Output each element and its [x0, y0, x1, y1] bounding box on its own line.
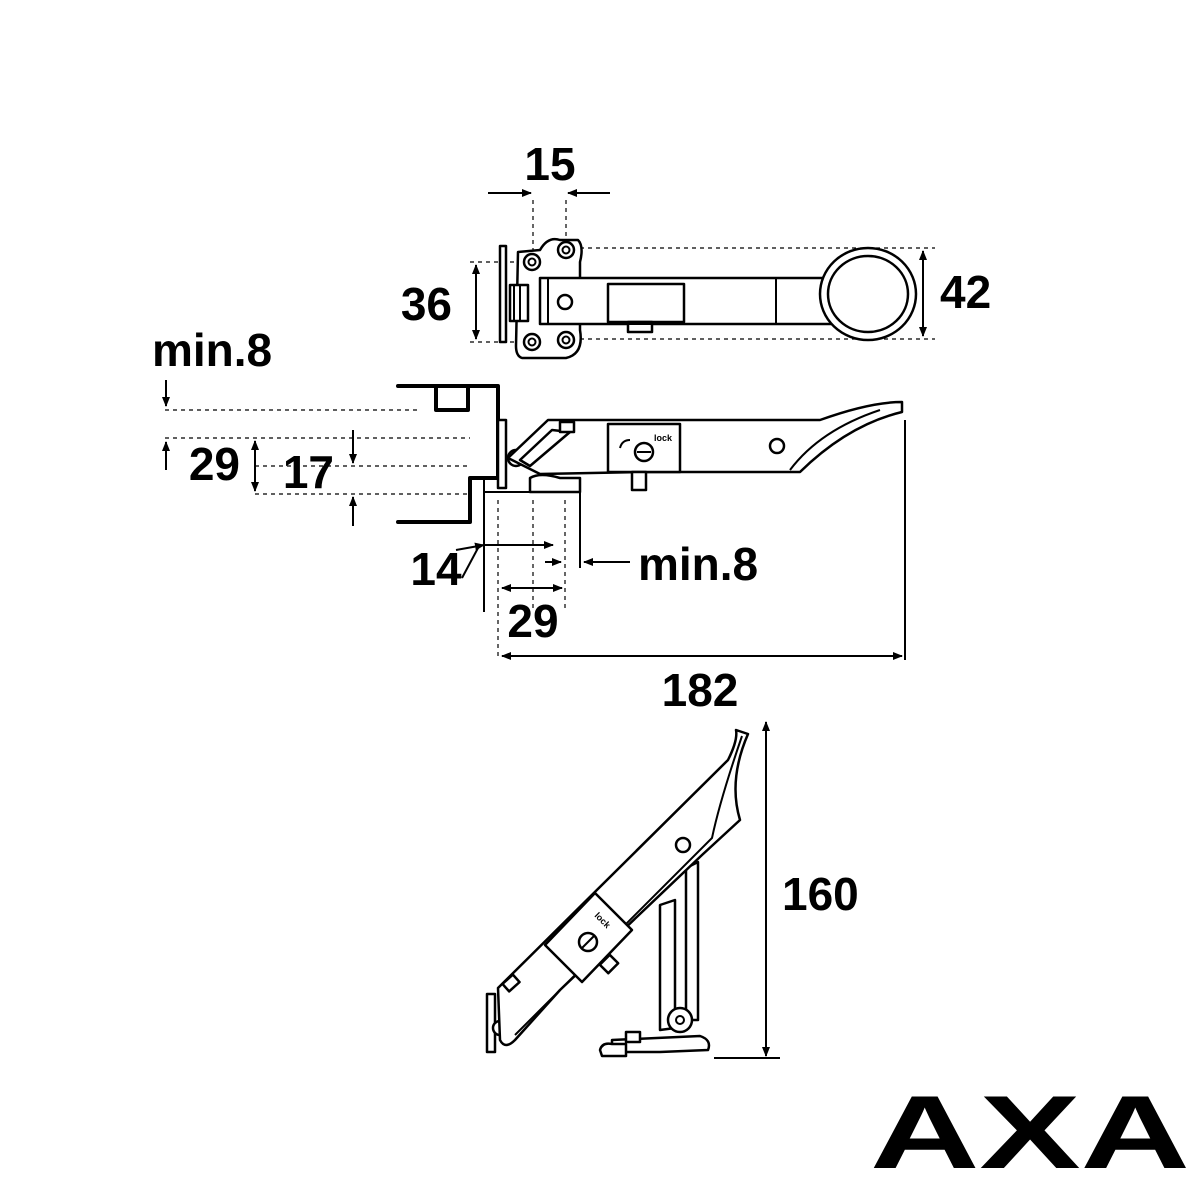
dim-15-top: 15	[524, 138, 575, 190]
dim-36: 36	[401, 278, 452, 330]
lock-label-side: lock	[654, 433, 673, 443]
dim-14: 14	[410, 543, 462, 595]
dim-min8-top: min.8	[152, 324, 272, 376]
axa-logo: AXA	[870, 1075, 1190, 1191]
dim-160: 160	[782, 868, 859, 920]
dim-29-bottom: 29	[507, 595, 558, 647]
dim-min8-bottom: min.8	[638, 538, 758, 590]
dim-17: 17	[283, 446, 334, 498]
dim-29-left: 29	[189, 438, 240, 490]
open-view: lock 160	[485, 721, 859, 1059]
top-view: 15 36 42	[401, 138, 991, 360]
dim-42: 42	[940, 266, 991, 318]
side-view: lock min.8 29 17 14 min.8	[152, 324, 906, 716]
dim-182: 182	[662, 664, 739, 716]
